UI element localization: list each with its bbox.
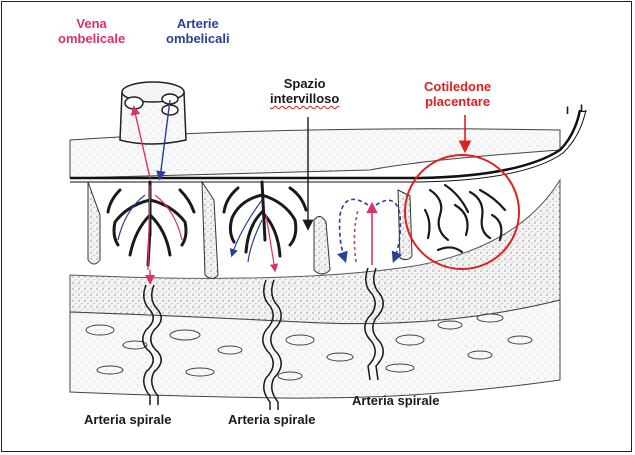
arteria-spirale-label-3: Arteria spirale <box>352 393 439 408</box>
vena-ombelicale-label: Vena ombelicale <box>58 16 125 46</box>
intervillous-flow <box>340 199 401 265</box>
septum-1 <box>88 182 100 264</box>
il-label-i: I <box>566 104 569 119</box>
arteria-spirale-label-1: Arteria spirale <box>84 412 171 427</box>
spazio-intervilloso-label: Spazio intervilloso <box>270 76 339 106</box>
villous-tree-1 <box>108 182 194 265</box>
cotiledone-placentare-label: Cotiledone placentare <box>424 79 491 109</box>
cord-vessel-3 <box>162 105 178 115</box>
arteria-spirale-label-2: Arteria spirale <box>228 412 315 427</box>
septum-3 <box>314 216 330 274</box>
septum-2 <box>202 182 218 279</box>
arterie-ombelicali-label: Arterie ombelicali <box>166 16 230 46</box>
il-label-l: L <box>580 102 587 117</box>
cord-vessel-1 <box>125 97 143 109</box>
villous-tree-2-vessels <box>232 200 275 270</box>
